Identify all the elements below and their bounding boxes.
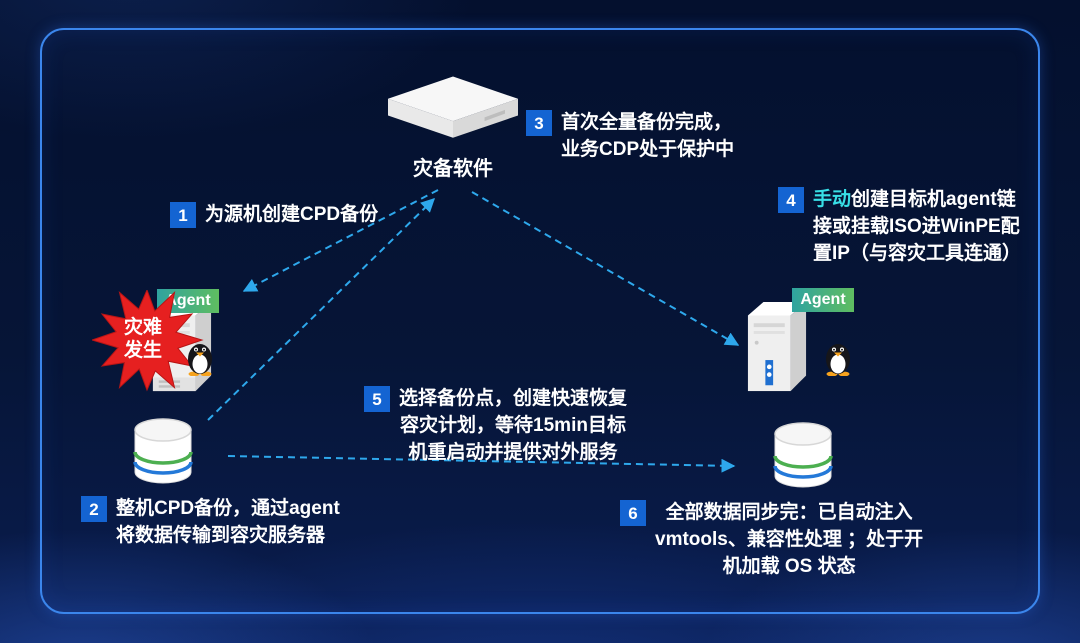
arrow-sourcedb-to-dr [207, 198, 436, 421]
step-3-text-line1: 首次全量备份完成， [561, 112, 733, 133]
source-database-icon [131, 416, 195, 488]
step-3: 3 首次全量备份完成， 业务CDP处于保护中 [526, 109, 734, 163]
step-2-text-line1: 整机CPD备份，通过agent [116, 498, 340, 519]
dr-software-server-icon [388, 74, 518, 144]
step-5-text-line2: 容灾计划，等待15min目标 [400, 415, 626, 436]
step-5-text-line1: 选择备份点，创建快速恢复 [399, 388, 628, 409]
step-6-text-line1: 全部数据同步完：已自动注入 [665, 502, 913, 523]
step-4: 4 手动创建目标机agent链 接或挂载ISO进WinPE配 置IP（与容灾工具… [778, 186, 1021, 267]
agent-badge-left: Agent [157, 289, 219, 313]
target-database-icon [771, 420, 835, 492]
dr-software-label: 灾备软件 [413, 158, 493, 180]
step-4-text-line2: 接或挂载ISO进WinPE配 [813, 216, 1020, 237]
disaster-label-line2: 发生 [123, 340, 162, 361]
step-1-text: 为源机创建CPD备份 [205, 204, 379, 225]
step-6-text-line2: vmtools、兼容性处理 ；处于开 [655, 529, 924, 550]
step-5-text-line3: 机重启动并提供对外服务 [408, 442, 618, 463]
step-4-highlight: 手动 [813, 189, 852, 210]
step-1-number: 1 [170, 202, 196, 228]
step-5-number: 5 [364, 386, 390, 412]
step-4-text-line1: 手动创建目标机agent链 [813, 186, 1021, 213]
step-4-number: 4 [778, 187, 804, 213]
arrow-dr-to-source [242, 189, 439, 292]
step-2-number: 2 [81, 496, 107, 522]
disaster-label-line1: 灾难 [123, 317, 162, 338]
step-4-line1-rest: 创建目标机agent链 [851, 189, 1016, 210]
step-6-text-line3: 机加载 OS 状态 [722, 556, 856, 577]
step-4-text-line3: 置IP（与容灾工具连通） [813, 243, 1021, 264]
agent-badge-right: Agent [792, 288, 854, 312]
target-server-icon [746, 299, 808, 394]
arrow-dr-to-target [471, 191, 740, 346]
step-3-text-line2: 业务CDP处于保护中 [561, 139, 735, 160]
disaster-label: 灾难 发生 [108, 316, 178, 362]
step-2: 2 整机CPD备份，通过agent 将数据传输到容灾服务器 [81, 495, 340, 549]
step-3-number: 3 [526, 110, 552, 136]
step-5: 5 选择备份点，创建快速恢复 容灾计划，等待15min目标 机重启动并提供对外服… [364, 385, 627, 466]
disaster-star-icon [92, 290, 204, 392]
arrow-sourcedb-to-targetdb [227, 455, 736, 473]
step-6: 6 全部数据同步完：已自动注入 vmtools、兼容性处理 ；处于开 机加载 O… [620, 499, 923, 580]
tux-penguin-icon-left [186, 340, 214, 376]
tux-penguin-icon-right [824, 340, 852, 376]
step-2-text-line2: 将数据传输到容灾服务器 [116, 525, 326, 546]
step-6-number: 6 [620, 500, 646, 526]
step-1: 1 为源机创建CPD备份 [170, 201, 378, 228]
